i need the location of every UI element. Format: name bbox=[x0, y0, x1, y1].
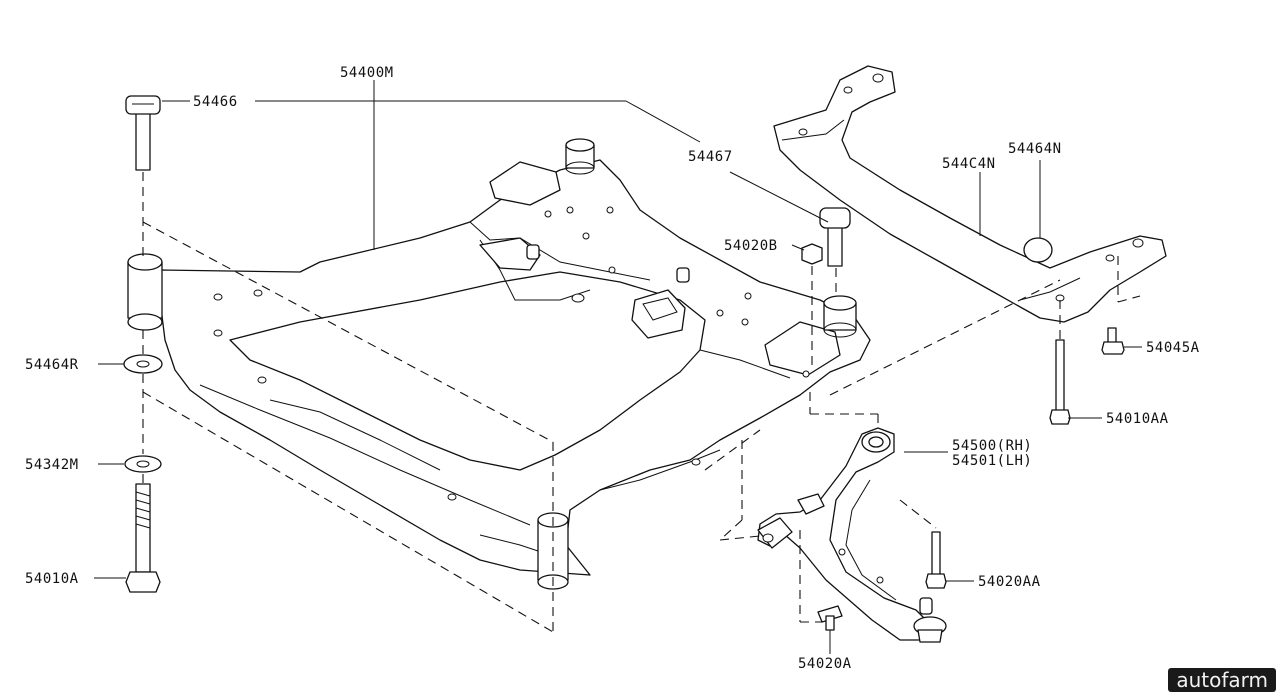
label-54400m: 54400M bbox=[340, 65, 394, 81]
bolt-54010a bbox=[125, 483, 161, 593]
label-54020a: 54020A bbox=[798, 656, 852, 672]
nut-54020b bbox=[801, 243, 823, 265]
label-54464n: 54464N bbox=[1008, 141, 1062, 157]
assembly-lines bbox=[142, 172, 1141, 633]
label-54467: 54467 bbox=[688, 149, 733, 165]
transverse-link bbox=[757, 427, 947, 643]
bolt-54020aa bbox=[925, 531, 947, 589]
leader-lines bbox=[94, 80, 1142, 654]
bolt-54010aa bbox=[1049, 339, 1071, 425]
bolt-54466 bbox=[125, 95, 161, 171]
reinforcement-bar bbox=[773, 65, 1167, 323]
label-54010aa: 54010AA bbox=[1106, 411, 1169, 427]
bolt-54020a bbox=[817, 605, 843, 631]
label-544c4n: 544C4N bbox=[942, 156, 996, 172]
bumper bbox=[1023, 237, 1053, 263]
label-54500-rh: 54500(RH) bbox=[952, 438, 1032, 454]
label-54466: 54466 bbox=[193, 94, 238, 110]
front-subframe bbox=[127, 138, 871, 590]
label-54020b: 54020B bbox=[724, 238, 778, 254]
bolt-54045a bbox=[1101, 327, 1125, 355]
label-54010a: 54010A bbox=[25, 571, 79, 587]
label-54501-lh: 54501(LH) bbox=[952, 453, 1032, 469]
label-54464r: 54464R bbox=[25, 357, 79, 373]
label-54342m: 54342M bbox=[25, 457, 79, 473]
watermark-logo: autofarm bbox=[1168, 668, 1276, 692]
label-54045a: 54045A bbox=[1146, 340, 1200, 356]
label-54020aa: 54020AA bbox=[978, 574, 1041, 590]
bolt-54467 bbox=[819, 207, 851, 267]
